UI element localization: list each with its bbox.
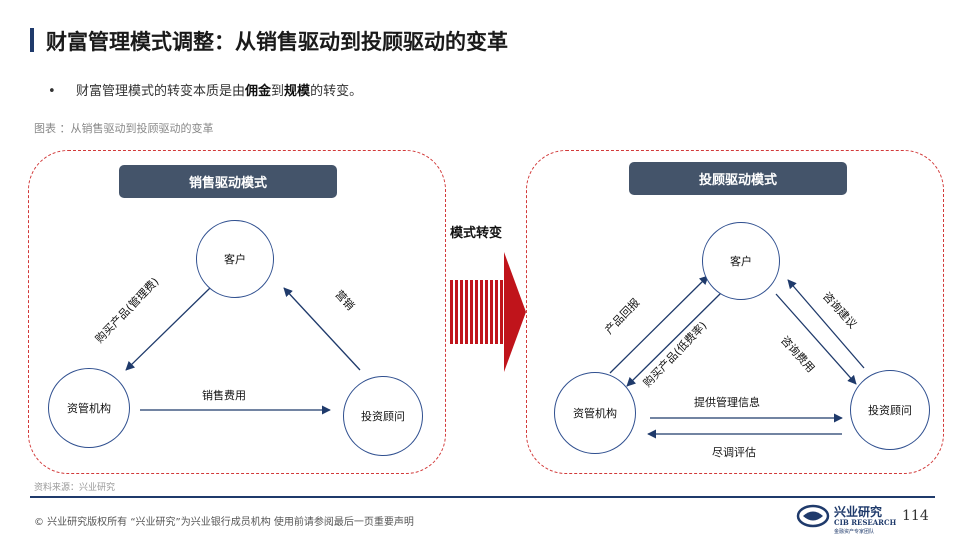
bullet-bold-scale: 规模 bbox=[284, 84, 311, 99]
bullet-dot-icon: • bbox=[48, 84, 56, 99]
transition-label: 模式转变 bbox=[450, 226, 503, 241]
left-node-asset-manager: 资管机构 bbox=[48, 368, 130, 448]
advisor-driven-header: 投顾驱动模式 bbox=[629, 162, 847, 195]
right-node-client-label: 客户 bbox=[730, 255, 752, 268]
left-node-client: 客户 bbox=[196, 220, 274, 298]
title-accent-bar bbox=[30, 28, 34, 52]
right-node-advisor: 投资顾问 bbox=[850, 370, 930, 450]
right-node-advisor-label: 投资顾问 bbox=[868, 404, 912, 417]
logo-name-en: CIB RESEARCH bbox=[834, 518, 897, 527]
left-edge-fee-label: 销售费用 bbox=[202, 389, 246, 402]
bullet-text-mid: 到 bbox=[271, 84, 285, 99]
footer-divider bbox=[30, 496, 935, 498]
logo-name-cn: 兴业研究 bbox=[834, 505, 883, 519]
page-number: 114 bbox=[902, 508, 929, 524]
left-node-advisor-label: 投资顾问 bbox=[361, 410, 405, 423]
right-arrow-advisor-to-client bbox=[787, 279, 865, 369]
transition-arrow-head bbox=[504, 252, 526, 372]
footer-text: © 兴业研究版权所有 “兴业研究”为兴业银行成员机构 使用前请参阅最后一页重要声… bbox=[34, 517, 414, 528]
right-node-client: 客户 bbox=[702, 222, 780, 300]
logo-tagline: 金融资产专家团队 bbox=[834, 529, 875, 535]
right-arrow-client-to-am bbox=[626, 291, 723, 387]
bullet-text-pre: 财富管理模式的转变本质是由 bbox=[76, 84, 246, 99]
right-arrow-am-to-client bbox=[609, 275, 709, 374]
data-source: 资料来源：兴业研究 bbox=[34, 483, 116, 493]
transition-arrow-stripes bbox=[448, 280, 504, 344]
advisor-driven-panel bbox=[526, 150, 944, 474]
right-edge-info-label: 提供管理信息 bbox=[694, 396, 760, 409]
slide-title: 财富管理模式调整：从销售驱动到投顾驱动的变革 bbox=[46, 30, 508, 54]
sales-driven-header: 销售驱动模式 bbox=[119, 165, 337, 198]
left-arrow-advisor-to-client bbox=[283, 287, 361, 371]
cib-logo-icon bbox=[796, 504, 830, 528]
right-node-asset-manager: 资管机构 bbox=[554, 372, 636, 454]
left-arrow-client-to-am bbox=[125, 287, 211, 371]
bullet-point: • 财富管理模式的转变本质是由佣金到规模的转变。 bbox=[48, 80, 362, 99]
right-node-am-label: 资管机构 bbox=[573, 407, 617, 420]
left-node-advisor: 投资顾问 bbox=[343, 376, 423, 456]
figure-caption: 图表 ：从销售驱动到投顾驱动的变革 bbox=[34, 122, 214, 135]
sales-driven-panel bbox=[28, 150, 446, 474]
left-node-client-label: 客户 bbox=[224, 253, 246, 266]
bullet-bold-commission: 佣金 bbox=[245, 84, 272, 99]
left-node-am-label: 资管机构 bbox=[67, 402, 111, 415]
right-arrow-client-to-advisor bbox=[775, 293, 857, 385]
bullet-text-post: 的转变。 bbox=[310, 84, 363, 99]
right-edge-dd-label: 尽调评估 bbox=[712, 446, 756, 459]
